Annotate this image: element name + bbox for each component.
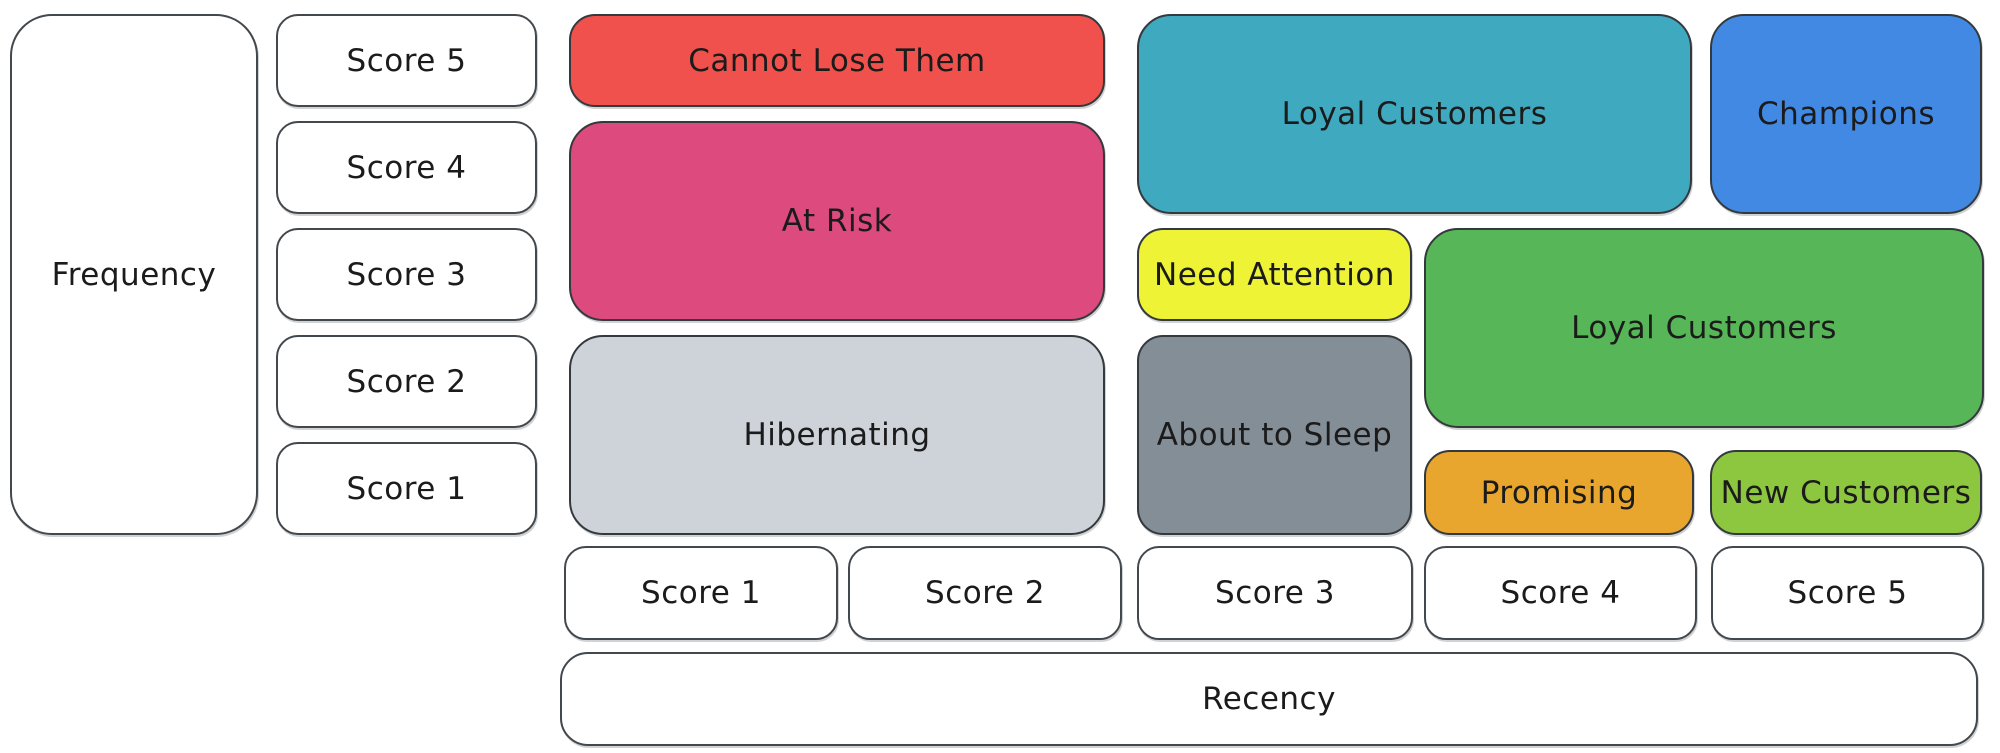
- segment-at-risk: At Risk: [569, 121, 1105, 321]
- segment-about-to-sleep: About to Sleep: [1137, 335, 1412, 535]
- recency-score-3-label: Score 3: [1215, 575, 1335, 611]
- frequency-score-3-label: Score 3: [346, 256, 467, 293]
- segment-champions: Champions: [1710, 14, 1982, 214]
- segment-need-attention: Need Attention: [1137, 228, 1412, 321]
- frequency-axis-label: Frequency: [51, 256, 217, 293]
- recency-score-5-box: Score 5: [1711, 546, 1984, 640]
- frequency-score-4-box: Score 4: [276, 121, 537, 214]
- segment-new-customers: New Customers: [1710, 450, 1982, 535]
- segment-hibernating-label: Hibernating: [743, 417, 931, 453]
- recency-score-1-box: Score 1: [564, 546, 838, 640]
- frequency-score-5-box: Score 5: [276, 14, 537, 107]
- frequency-axis-box: Frequency: [10, 14, 258, 535]
- recency-score-2-box: Score 2: [848, 546, 1122, 640]
- segment-cannot-lose-them: Cannot Lose Them: [569, 14, 1105, 107]
- recency-score-5-label: Score 5: [1787, 575, 1908, 611]
- segment-new-customers-label: New Customers: [1720, 474, 1972, 511]
- frequency-score-2-label: Score 2: [346, 363, 467, 400]
- recency-axis-label: Recency: [1202, 681, 1336, 717]
- segment-promising-label: Promising: [1480, 474, 1638, 511]
- recency-score-4-box: Score 4: [1424, 546, 1697, 640]
- frequency-score-1-box: Score 1: [276, 442, 537, 535]
- frequency-score-4-label: Score 4: [346, 149, 467, 186]
- segment-loyal-customers-top: Loyal Customers: [1137, 14, 1692, 214]
- segment-loyal-customers-right-label: Loyal Customers: [1571, 310, 1837, 346]
- segment-at-risk-label: At Risk: [781, 203, 893, 239]
- segment-cannot-lose-them-label: Cannot Lose Them: [688, 42, 986, 79]
- recency-score-1-label: Score 1: [641, 575, 761, 611]
- recency-axis-box: Recency: [560, 652, 1978, 746]
- frequency-score-2-box: Score 2: [276, 335, 537, 428]
- recency-score-3-box: Score 3: [1137, 546, 1413, 640]
- segment-loyal-customers-right: Loyal Customers: [1424, 228, 1984, 428]
- segment-need-attention-label: Need Attention: [1154, 256, 1395, 293]
- frequency-score-5-label: Score 5: [346, 42, 467, 79]
- segment-hibernating: Hibernating: [569, 335, 1105, 535]
- recency-score-4-label: Score 4: [1500, 575, 1621, 611]
- recency-score-2-label: Score 2: [925, 575, 1045, 611]
- segment-promising: Promising: [1424, 450, 1694, 535]
- segment-champions-label: Champions: [1756, 96, 1936, 132]
- segment-about-to-sleep-label: About to Sleep: [1156, 417, 1393, 453]
- segment-loyal-customers-top-label: Loyal Customers: [1281, 96, 1548, 132]
- frequency-score-1-label: Score 1: [346, 470, 467, 507]
- frequency-score-3-box: Score 3: [276, 228, 537, 321]
